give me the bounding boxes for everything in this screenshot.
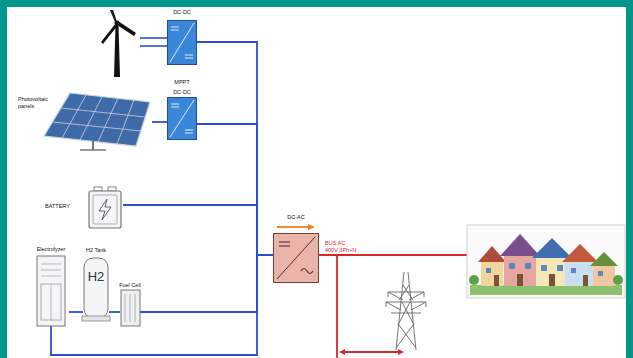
electrolyzer-symbol bbox=[33, 244, 69, 328]
component-node: H2 TankH2 bbox=[80, 246, 112, 324]
component-node: MPPTDC-DC bbox=[167, 78, 197, 140]
power-line bbox=[109, 312, 120, 313]
component-node: Photovoltaic panels bbox=[18, 90, 152, 152]
component-label: DC-DC bbox=[137, 89, 227, 96]
power-line bbox=[152, 122, 167, 123]
power-line bbox=[197, 124, 273, 255]
power-line bbox=[123, 205, 273, 255]
inverter-symbol bbox=[273, 213, 319, 283]
ac-wiring bbox=[319, 255, 467, 358]
component-label: Photovoltaic panels bbox=[18, 96, 60, 110]
houses-picture bbox=[467, 225, 625, 298]
converter-symbol bbox=[167, 78, 197, 140]
hydrogen-tank bbox=[80, 246, 112, 324]
component-label: Fuel Cell bbox=[86, 282, 174, 289]
wind-turbine bbox=[101, 10, 167, 77]
power-line-path bbox=[197, 124, 273, 255]
power-line-path bbox=[197, 42, 273, 255]
component-label: MPPT bbox=[137, 79, 227, 86]
component-label: DC-DC bbox=[137, 9, 227, 16]
power-line-path bbox=[109, 311, 120, 313]
power-line-path bbox=[140, 255, 273, 312]
component-label: BATTERY bbox=[45, 203, 70, 210]
component-node: Electrolyzer bbox=[33, 244, 69, 328]
power-line-path bbox=[152, 121, 167, 123]
arrow-head bbox=[398, 349, 404, 355]
converter-symbol bbox=[167, 8, 197, 65]
power-line bbox=[140, 255, 273, 312]
power-line bbox=[69, 312, 83, 313]
power-line bbox=[51, 255, 273, 355]
power-line bbox=[197, 42, 273, 255]
bus-label: BUS AC bbox=[325, 240, 345, 246]
power-pylon bbox=[386, 272, 426, 350]
component-label: Electrolyzer bbox=[3, 246, 99, 253]
component-node: DC-AC bbox=[273, 213, 319, 283]
component-label: DC-AC bbox=[243, 214, 349, 221]
power-line-path bbox=[69, 311, 83, 313]
arrow-head bbox=[339, 349, 345, 355]
power-line-path bbox=[123, 205, 273, 255]
bus-label: 400V 3Ph+N bbox=[325, 247, 356, 253]
component-node: DC-DC bbox=[167, 8, 197, 65]
power-line-path bbox=[51, 255, 273, 355]
component-node: BATTERY bbox=[45, 186, 123, 230]
component-node: Fuel Cell bbox=[116, 280, 144, 328]
